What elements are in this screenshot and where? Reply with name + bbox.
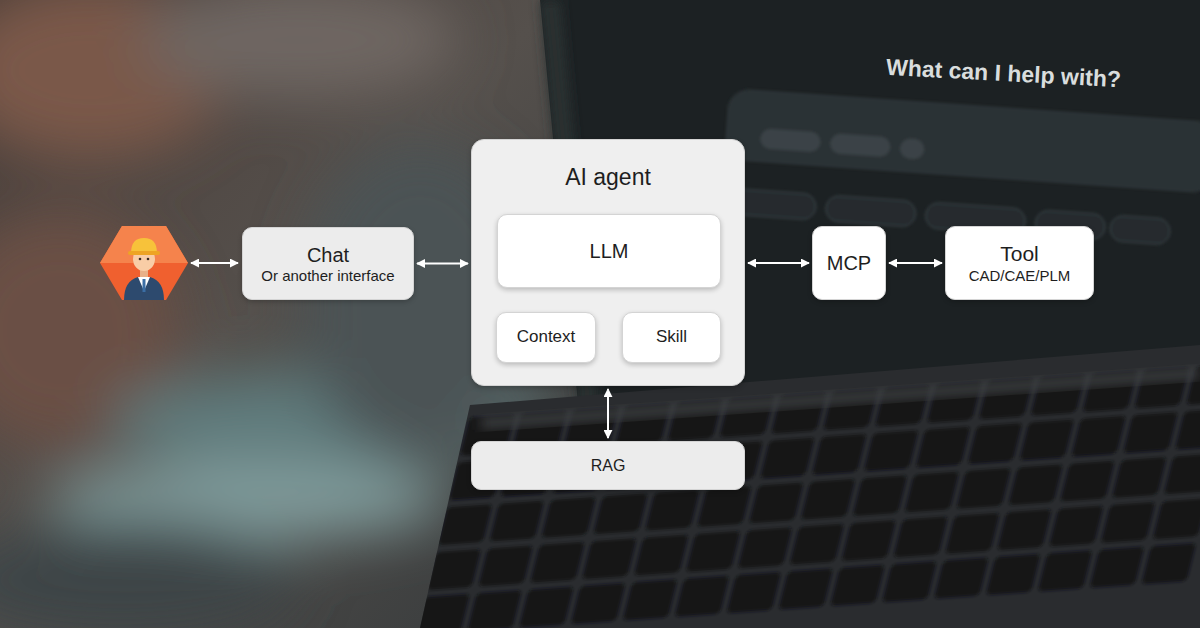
keyboard-key: [905, 472, 958, 512]
person-body: [124, 277, 164, 300]
icon-hexagon: [100, 226, 188, 300]
ui-pill: [899, 138, 924, 160]
box-title: Tool: [1000, 241, 1039, 266]
keyboard-key: [842, 521, 895, 561]
box-title: AI agent: [472, 140, 744, 192]
keyboard-key: [687, 531, 740, 571]
rag-box: RAG: [471, 441, 745, 490]
keyboard-key: [750, 483, 803, 523]
keyboard-key: [894, 517, 947, 557]
keyboard-key: [813, 434, 866, 474]
keyboard-key: [438, 505, 491, 545]
keyboard-key: [1050, 506, 1103, 546]
keyboard-key: [790, 524, 843, 564]
keyboard-key: [1009, 465, 1062, 505]
screen-ui: [720, 88, 1200, 248]
keyboard-key: [883, 562, 936, 602]
chat-box: ChatOr another interface: [242, 227, 414, 300]
box-title: RAG: [591, 456, 626, 475]
keyboard-key: [520, 587, 573, 627]
keyboard-key: [1165, 454, 1200, 494]
keyboard-key: [739, 528, 792, 568]
keyboard-key: [1113, 458, 1166, 498]
person-eye: [139, 258, 142, 261]
box-subtitle: CAD/CAE/PLM: [969, 267, 1071, 285]
search-bar: [724, 88, 1200, 194]
skill-box: Skill: [622, 312, 721, 363]
keyboard-key: [917, 427, 970, 467]
keyboard-key: [1176, 409, 1200, 449]
person-eye: [147, 258, 150, 261]
hard-hat-brim: [128, 251, 160, 255]
ui-pill: [760, 128, 821, 152]
context-box: Context: [496, 312, 596, 363]
mcp-box: MCP: [812, 226, 886, 300]
keyboard-key: [427, 550, 480, 590]
connector-arrow: [417, 263, 468, 265]
keyboard-key: [583, 539, 636, 579]
keyboard-key: [831, 565, 884, 605]
ui-pill: [825, 195, 917, 227]
person-tie: [143, 279, 146, 292]
connector-arrow: [748, 262, 809, 264]
keyboard-key: [987, 555, 1040, 595]
keyboard: [416, 364, 1200, 628]
keyboard-key: [490, 501, 543, 541]
box-title: Skill: [656, 327, 687, 347]
user-link-arrow: [191, 262, 238, 264]
engineer-icon: [100, 226, 188, 300]
keyboard-key: [865, 431, 918, 471]
keyboard-key: [957, 468, 1010, 508]
keyboard-key: [624, 580, 677, 620]
keyboard-key: [479, 546, 532, 586]
keyboard-key: [1124, 413, 1177, 453]
connector-arrow: [889, 262, 942, 264]
box-title: LLM: [590, 239, 629, 263]
llm-box: LLM: [497, 214, 721, 288]
keyboard-key: [802, 479, 855, 519]
keyboard-key: [1153, 499, 1200, 539]
keyboard-key: [853, 476, 906, 516]
tool-box: ToolCAD/CAE/PLM: [945, 226, 1094, 300]
person-shirt: [138, 277, 150, 291]
laptop-keyboard-deck: [420, 345, 1200, 628]
ui-pill: [1109, 215, 1171, 245]
ui-pill: [830, 133, 891, 157]
keyboard-key: [1072, 416, 1125, 456]
keyboard-key: [1039, 551, 1092, 591]
keyboard-key: [416, 594, 469, 628]
keyboard-key: [646, 490, 699, 530]
screen-text: What can I help with?: [885, 54, 1121, 93]
hard-hat: [131, 238, 157, 253]
box-title: MCP: [827, 251, 871, 275]
box-subtitle: Or another interface: [261, 267, 394, 285]
keyboard-key: [572, 584, 625, 624]
connector-arrow: [607, 389, 609, 438]
keyboard-key: [968, 424, 1021, 464]
keyboard-key: [542, 497, 595, 537]
keyboard-key: [998, 510, 1051, 550]
agent-container: AI agentLLM Context Skill: [471, 139, 745, 386]
keyboard-key: [1061, 461, 1114, 501]
keyboard-key: [594, 494, 647, 534]
keyboard-key: [727, 573, 780, 613]
keyboard-key: [1020, 420, 1073, 460]
keyboard-key: [1142, 544, 1195, 584]
keyboard-key: [698, 487, 751, 527]
keyboard-key: [761, 438, 814, 478]
box-title: Chat: [307, 243, 349, 267]
keyboard-key: [779, 569, 832, 609]
keyboard-key: [946, 513, 999, 553]
keyboard-key: [675, 576, 728, 616]
keyboard-key: [1102, 502, 1155, 542]
keyboard-key: [935, 558, 988, 598]
keyboard-key: [635, 535, 688, 575]
keyboard-key: [1090, 547, 1143, 587]
box-title: Context: [517, 327, 576, 347]
blurred-lights: [0, 0, 550, 628]
keyboard-key: [531, 542, 584, 582]
keyboard-key: [468, 591, 521, 628]
